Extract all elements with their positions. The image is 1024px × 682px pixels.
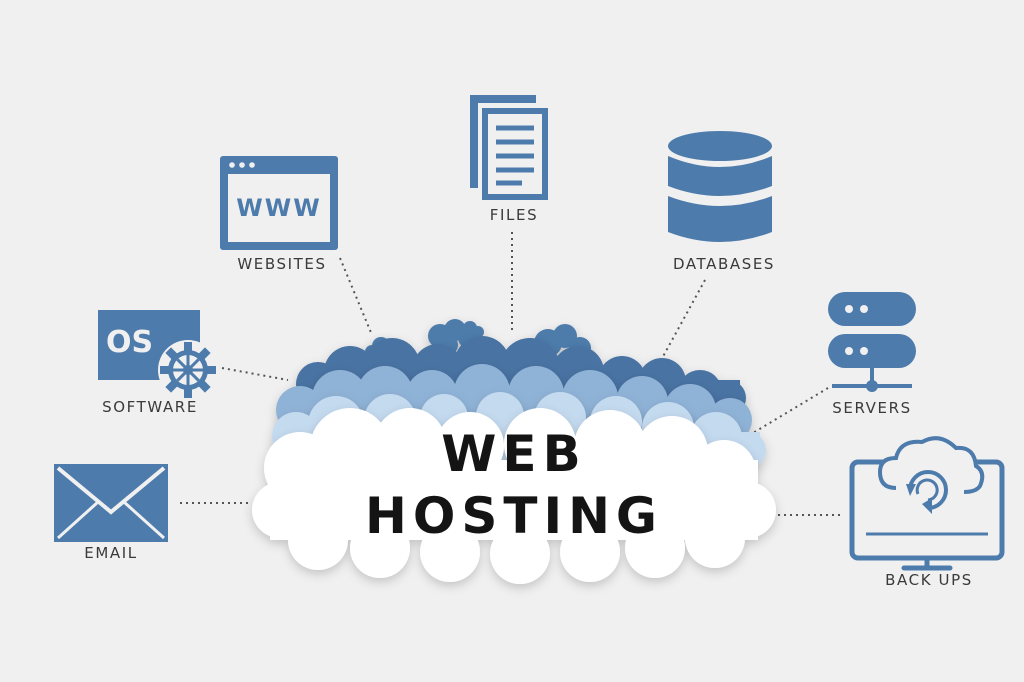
label-email: EMAIL <box>84 544 137 562</box>
connector-software <box>221 367 289 381</box>
node-databases: DATABASES <box>668 131 775 273</box>
label-software: SOFTWARE <box>102 398 198 416</box>
connector-servers <box>747 387 829 437</box>
node-websites: WWW WEBSITES <box>220 156 338 273</box>
cloud-cluster: WEB HOSTING <box>252 319 776 584</box>
title-line-1: WEB <box>441 425 586 483</box>
envelope-icon <box>54 464 168 542</box>
label-servers: SERVERS <box>832 399 911 417</box>
browser-window-icon: WWW <box>220 156 338 250</box>
database-icon <box>668 131 772 242</box>
label-backups: BACK UPS <box>885 571 973 589</box>
www-glyph: WWW <box>236 194 321 222</box>
node-backups: BACK UPS <box>849 436 1005 589</box>
connector-databases <box>659 279 706 363</box>
document-icon <box>470 95 548 200</box>
node-servers: SERVERS <box>828 292 916 417</box>
label-databases: DATABASES <box>673 255 775 273</box>
label-websites: WEBSITES <box>237 255 326 273</box>
os-gear-icon: OS <box>98 310 218 400</box>
monitor-cloud-backup-icon <box>849 436 1005 571</box>
node-software: OS <box>98 310 218 416</box>
os-glyph: OS <box>106 325 153 360</box>
title-line-2: HOSTING <box>365 487 663 545</box>
connectors <box>180 232 842 516</box>
node-files: FILES <box>470 95 548 224</box>
label-files: FILES <box>490 206 538 224</box>
node-email: EMAIL <box>54 464 168 562</box>
cloud-front <box>252 408 776 584</box>
connector-websites <box>339 257 373 336</box>
server-stack-icon <box>828 292 916 392</box>
